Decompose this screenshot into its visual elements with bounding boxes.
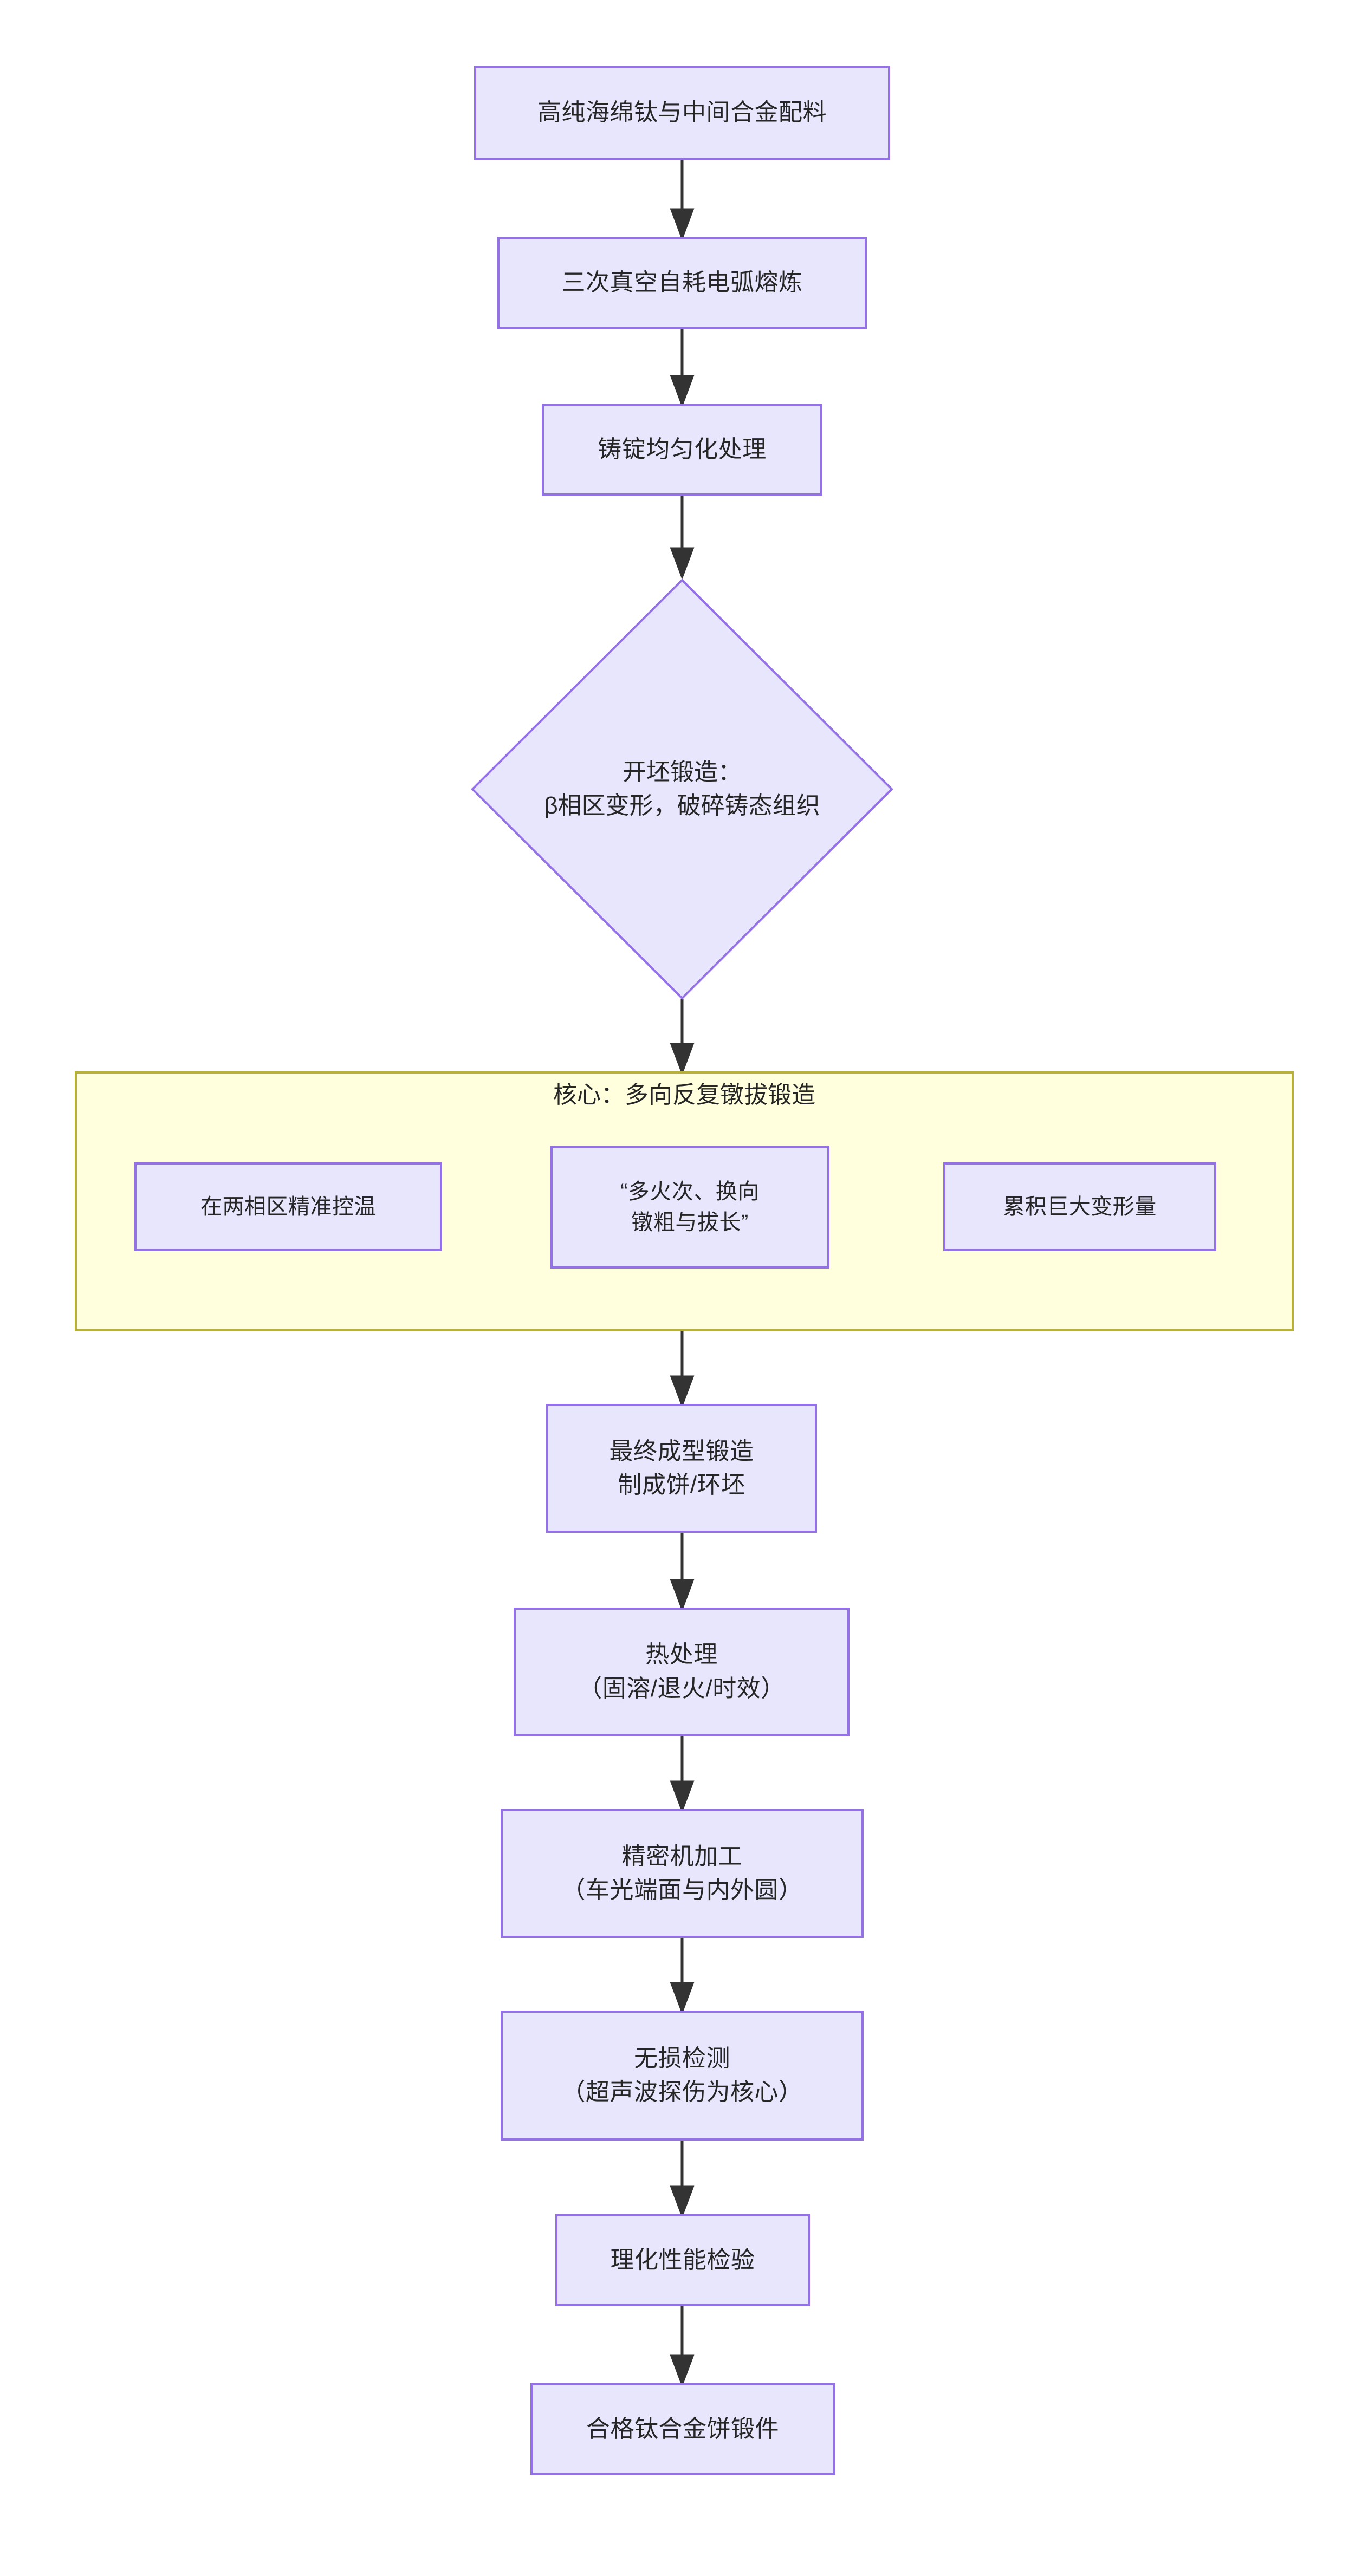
node-heat-treatment[interactable]: 热处理 （固溶/退火/时效） [514,1608,850,1736]
node-qualified-titanium-forging[interactable]: 合格钛合金饼锻件 [530,2383,835,2475]
node-ingot-homogenization[interactable]: 铸锭均匀化处理 [542,404,822,496]
node-label: 无损检测 （超声波探伤为核心） [561,2045,803,2105]
node-label: 合格钛合金饼锻件 [586,2415,779,2442]
node-precision-machining[interactable]: 精密机加工 （车光端面与内外圆） [501,1809,864,1938]
node-label: 精密机加工 （车光端面与内外圆） [561,1843,803,1903]
node-final-shape-forging[interactable]: 最终成型锻造 制成饼/环坯 [546,1404,817,1533]
diamond-shape [471,578,893,1000]
node-label: 理化性能检验 [610,2246,755,2273]
node-label: 在两相区精准控温 [200,1194,376,1219]
node-nondestructive-testing[interactable]: 无损检测 （超声波探伤为核心） [501,2011,864,2141]
node-label: “多火次、换向 镦粗与拔长” [620,1179,760,1234]
node-label: 热处理 （固溶/退火/时效） [578,1641,785,1702]
node-physical-chemical-test[interactable]: 理化性能检验 [555,2214,810,2306]
node-multi-heat-upset-draw[interactable]: “多火次、换向 镦粗与拔长” [550,1146,829,1269]
node-label: 累积巨大变形量 [1003,1194,1157,1219]
node-label: 最终成型锻造 制成饼/环坯 [609,1437,754,1498]
node-raw-material[interactable]: 高纯海绵钛与中间合金配料 [474,66,890,160]
node-accumulated-deformation[interactable]: 累积巨大变形量 [943,1162,1216,1251]
node-label: 三次真空自耗电弧熔炼 [561,269,803,296]
cluster-title: 核心：多向反复镦拔锻造 [553,1082,815,1108]
node-label: 铸锭均匀化处理 [598,435,767,463]
node-label: 高纯海绵钛与中间合金配料 [537,99,827,126]
node-two-phase-temperature-control[interactable]: 在两相区精准控温 [134,1162,442,1251]
node-vacuum-arc-remelting[interactable]: 三次真空自耗电弧熔炼 [497,237,867,329]
node-cogging-forging-decision[interactable]: 开坯锻造： β相区变形，破碎铸态组织 [471,578,893,1000]
